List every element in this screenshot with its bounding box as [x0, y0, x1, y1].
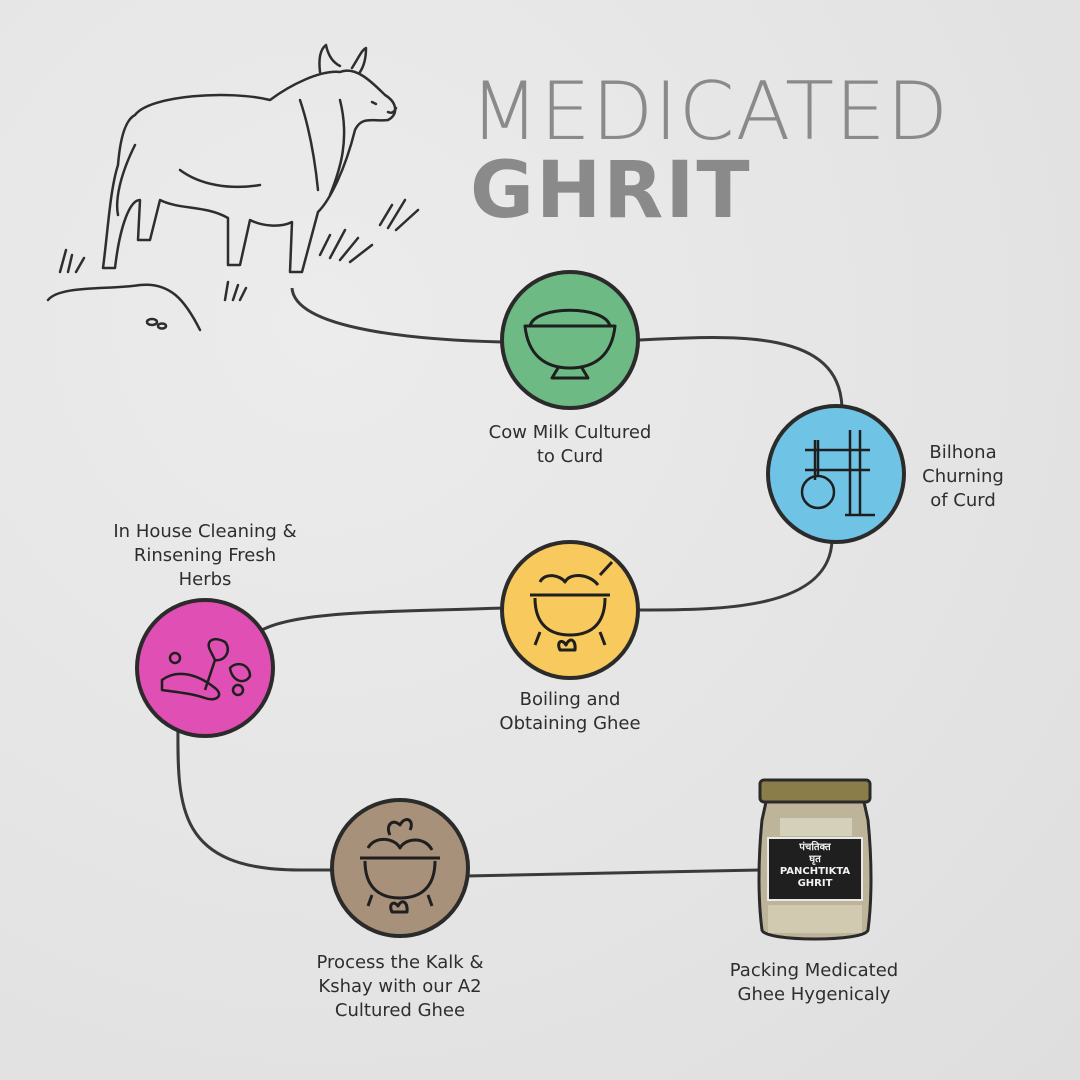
step-kalk-node: [330, 798, 470, 938]
step-label-herbs: In House Cleaning & Rinsening Fresh Herb…: [113, 521, 297, 590]
step-herbs-circle: [135, 598, 275, 738]
step-bilhona-node: [766, 404, 906, 544]
step-curd-node: [500, 270, 640, 410]
title-line-2: GHRIT: [470, 146, 752, 236]
herbs-icon: [160, 638, 252, 701]
jar-label-text: पंचतिक्त घृत PANCHTIKTA GHRIT: [779, 842, 851, 889]
step-label-bilhona: Bilhona Churning of Curd: [922, 442, 1004, 511]
step-curd-circle: [500, 270, 640, 410]
jar-label-panel: [767, 837, 863, 901]
step-label-curd: Cow Milk Cultured to Curd: [488, 422, 652, 467]
jar-lid: [758, 778, 872, 804]
churner-icon: [800, 430, 875, 517]
pot-herbs-icon: [360, 818, 440, 914]
title-line-1: MEDICATED: [470, 65, 950, 158]
bowl-icon: [523, 308, 617, 380]
step-bilhona-circle: [766, 404, 906, 544]
step-boiling-node: [500, 540, 640, 680]
cauldron-icon: [530, 560, 614, 652]
step-kalk-circle: [330, 798, 470, 938]
step-herbs-node: [135, 598, 275, 738]
step-label-packing: Packing Medicated Ghee Hygenicaly: [729, 960, 899, 1005]
step-boiling-circle: [500, 540, 640, 680]
cow-illustration: [46, 43, 420, 332]
ghee-jar: [757, 778, 873, 941]
step-label-kalk: Process the Kalk & Kshay with our A2 Cul…: [316, 952, 484, 1021]
step-label-boiling: Boiling and Obtaining Ghee: [499, 689, 641, 734]
